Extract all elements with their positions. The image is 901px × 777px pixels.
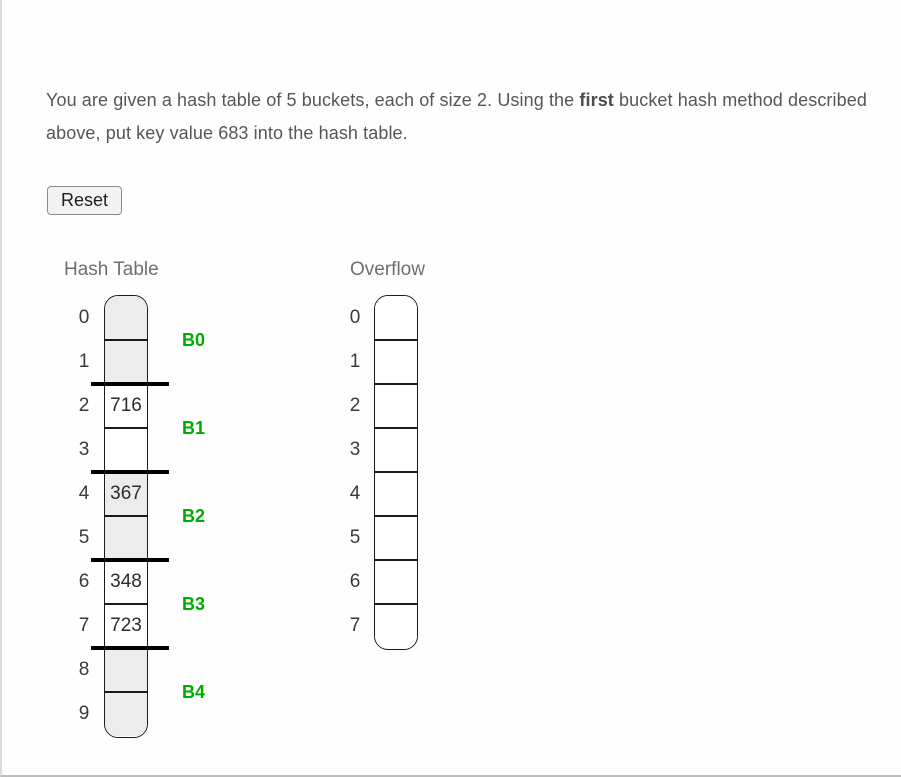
overflow-index-3: 3 (349, 439, 361, 460)
bucket-divider (91, 382, 169, 386)
overflow-index-0: 0 (349, 307, 361, 328)
overflow-cell-5[interactable] (375, 516, 417, 560)
hash-cell-5[interactable] (105, 516, 147, 560)
prompt-bold-word: first (579, 90, 614, 110)
bucket-label-B3: B3 (182, 594, 206, 614)
hash-index-1: 1 (78, 351, 90, 372)
overflow-index-1: 1 (349, 351, 361, 372)
overflow-cell-0[interactable] (375, 296, 417, 340)
cell-divider (105, 691, 147, 693)
cell-divider (375, 383, 417, 385)
overflow-column (374, 295, 418, 650)
prompt-text-end: bucket hash method described above, put … (46, 90, 867, 143)
bucket-label-B0: B0 (182, 330, 206, 350)
overflow-cell-3[interactable] (375, 428, 417, 472)
cell-divider (375, 603, 417, 605)
hash-cell-6[interactable]: 348 (105, 560, 147, 604)
hash-index-0: 0 (78, 307, 90, 328)
overflow-cell-4[interactable] (375, 472, 417, 516)
cell-divider (375, 471, 417, 473)
overflow-title: Overflow (350, 259, 425, 280)
hash-cell-9[interactable] (105, 692, 147, 736)
prompt-text: You are given a hash table of 5 buckets,… (46, 84, 896, 150)
hash-cell-0[interactable] (105, 296, 147, 340)
hash-index-8: 8 (78, 659, 90, 680)
bucket-divider (91, 558, 169, 562)
cell-divider (375, 427, 417, 429)
hash-cell-3[interactable] (105, 428, 147, 472)
overflow-index-6: 6 (349, 571, 361, 592)
bucket-divider (91, 646, 169, 650)
hash-index-6: 6 (78, 571, 90, 592)
cell-divider (105, 427, 147, 429)
hash-cell-2[interactable]: 716 (105, 384, 147, 428)
hash-index-7: 7 (78, 615, 90, 636)
hash-cell-7[interactable]: 723 (105, 604, 147, 648)
hash-table-title: Hash Table (64, 259, 159, 280)
hash-index-4: 4 (78, 483, 90, 504)
cell-divider (105, 603, 147, 605)
overflow-index-2: 2 (349, 395, 361, 416)
hash-cell-1[interactable] (105, 340, 147, 384)
hash-cell-4[interactable]: 367 (105, 472, 147, 516)
overflow-cell-7[interactable] (375, 604, 417, 648)
prompt-text-start: You are given a hash table of 5 buckets,… (46, 90, 580, 110)
hash-index-9: 9 (78, 703, 90, 724)
overflow-cell-6[interactable] (375, 560, 417, 604)
bucket-divider (91, 470, 169, 474)
overflow-index-5: 5 (349, 527, 361, 548)
hash-cell-8[interactable] (105, 648, 147, 692)
cell-divider (375, 515, 417, 517)
bucket-label-B1: B1 (182, 418, 206, 438)
overflow-cell-1[interactable] (375, 340, 417, 384)
overflow-index-4: 4 (349, 483, 361, 504)
reset-button[interactable]: Reset (47, 186, 123, 215)
cell-divider (375, 559, 417, 561)
hash-index-2: 2 (78, 395, 90, 416)
bucket-label-B4: B4 (182, 682, 206, 702)
cell-divider (375, 339, 417, 341)
overflow-index-7: 7 (349, 615, 361, 636)
cell-divider (105, 339, 147, 341)
hash-index-3: 3 (78, 439, 90, 460)
bucket-label-B2: B2 (182, 506, 206, 526)
overflow-cell-2[interactable] (375, 384, 417, 428)
cell-divider (105, 515, 147, 517)
hash-index-5: 5 (78, 527, 90, 548)
